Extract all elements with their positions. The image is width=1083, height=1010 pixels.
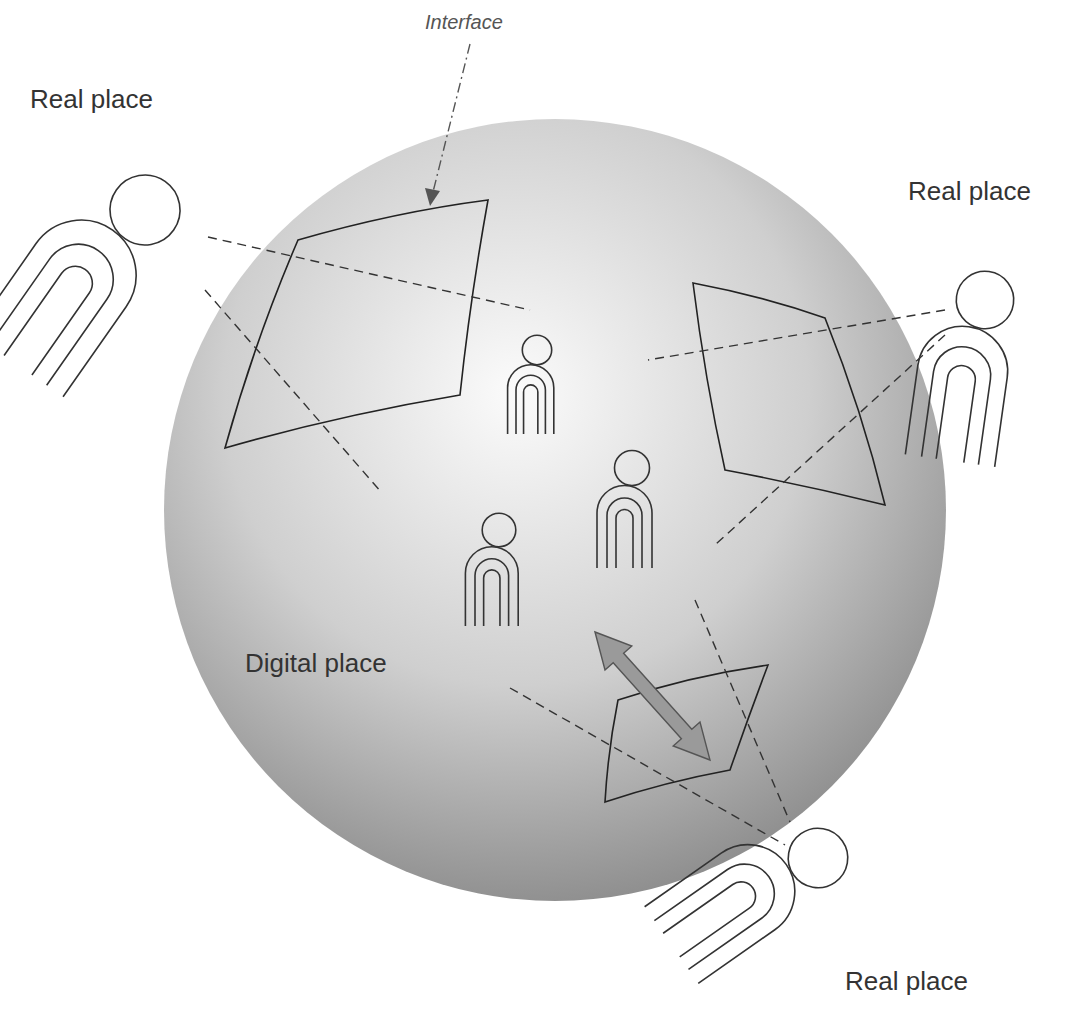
callout-label: Interface bbox=[425, 10, 503, 34]
sphere-shape bbox=[163, 118, 947, 902]
region-label: Digital place bbox=[245, 648, 387, 679]
place-label: Real place bbox=[845, 966, 968, 997]
place-label: Real place bbox=[908, 176, 1031, 207]
person-figure bbox=[0, 141, 198, 397]
place-label: Real place bbox=[30, 84, 153, 115]
digital-sphere: Digital place bbox=[163, 118, 947, 902]
